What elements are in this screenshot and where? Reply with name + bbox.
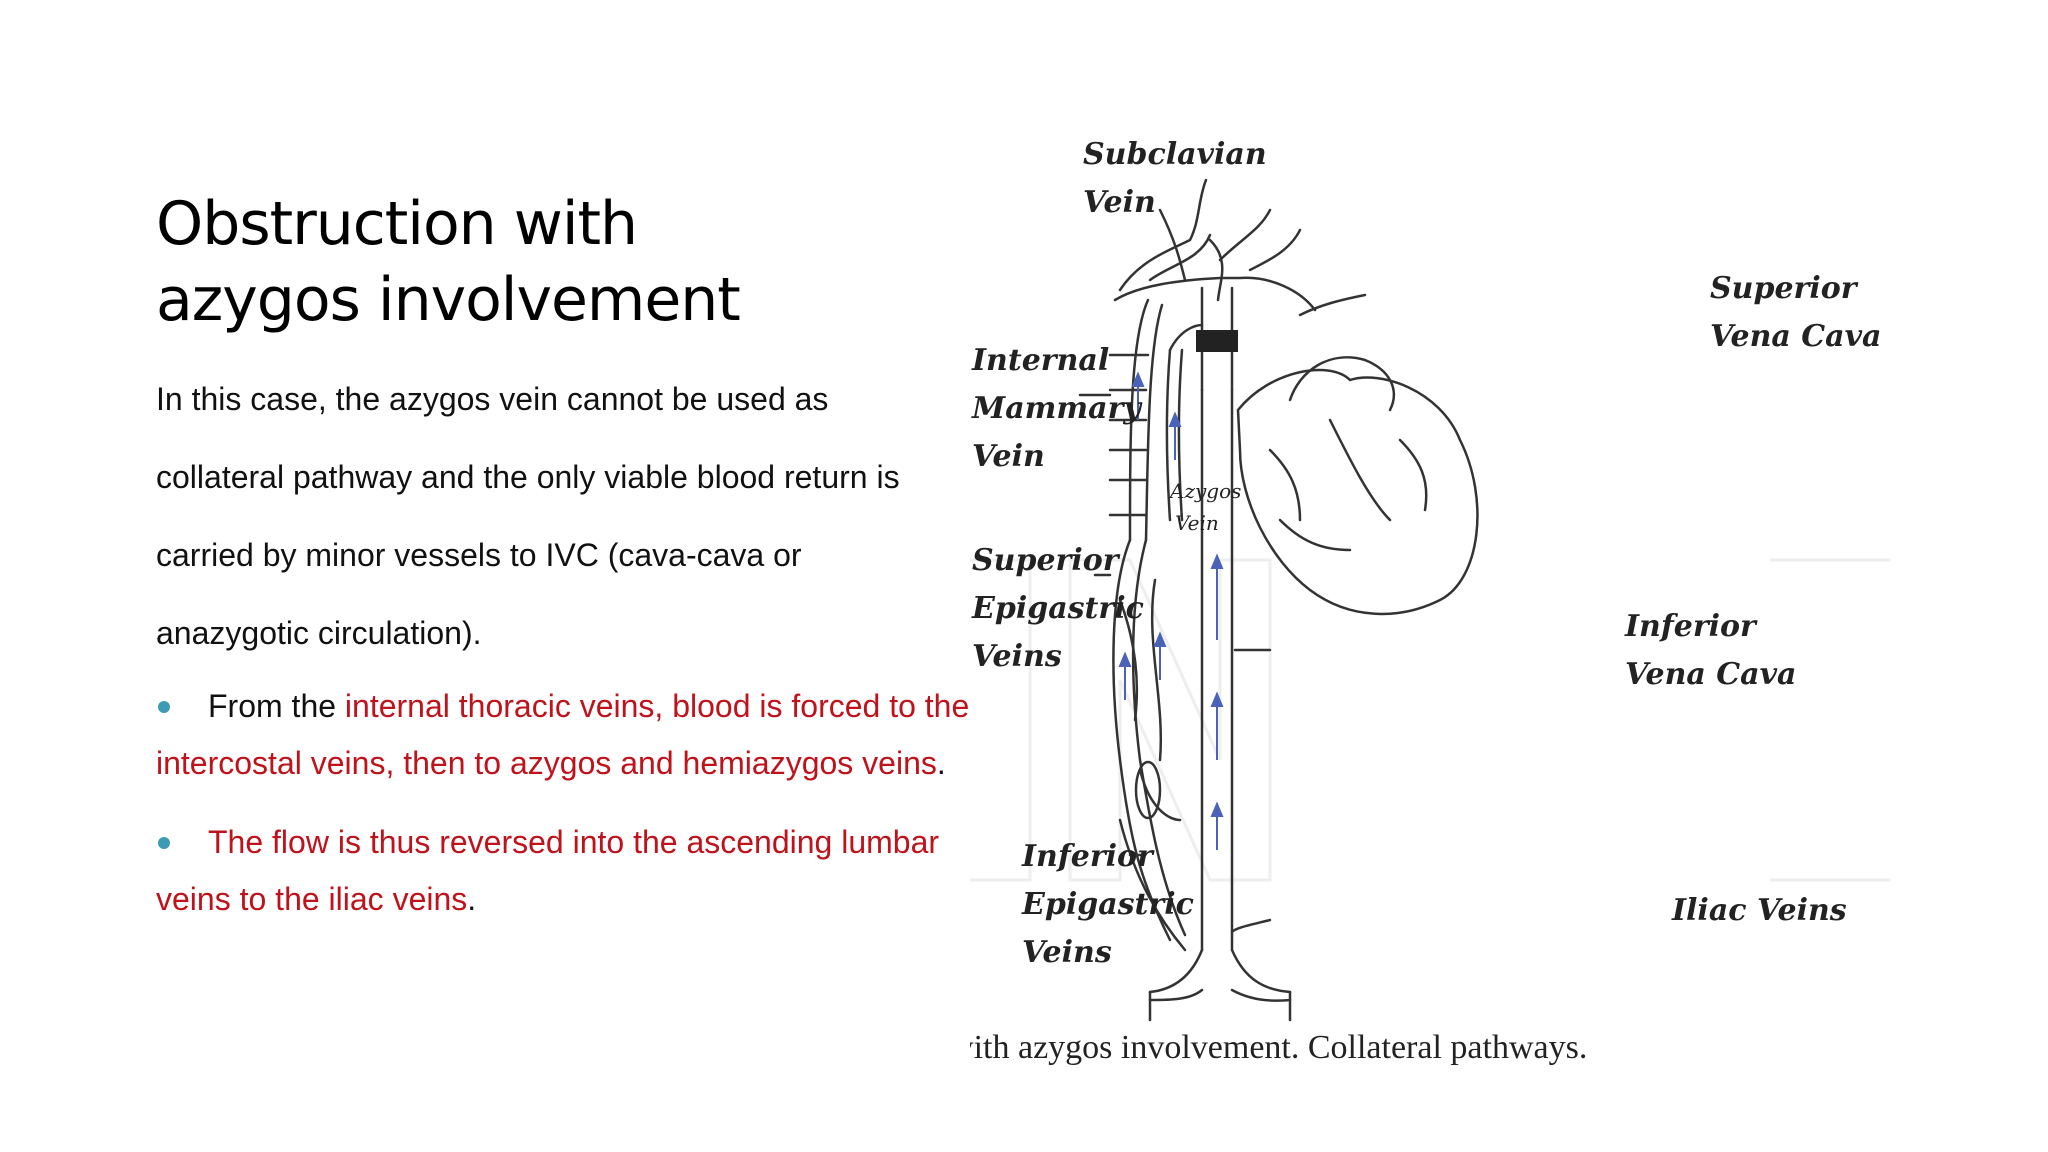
bullet-highlight: internal thoracic veins, blood is forced…: [156, 688, 970, 781]
bullet-prefix: From the: [208, 688, 345, 724]
label-imv-line-3: Vein: [972, 439, 1045, 474]
label-svc-line-1: Superior: [1710, 271, 1859, 306]
label-iliac-veins: Iliac Veins: [1671, 893, 1847, 928]
vein-drawing: [1078, 178, 1479, 1022]
bullet-text: From the internal thoracic veins, blood …: [156, 678, 996, 792]
label-svc-line-2: Vena Cava: [1710, 319, 1882, 354]
label-azygos-vein: Azygos Vein: [1168, 479, 1248, 535]
flow-arrows: [1118, 371, 1224, 850]
obstruction-block: [1196, 330, 1238, 352]
paragraph-line-1: In this case, the azygos vein cannot be …: [156, 381, 829, 417]
vein-diagram: Subclavian Vein Superior Vena Cava Inter…: [970, 137, 1890, 1066]
label-sev-line-3: Veins: [972, 639, 1062, 674]
label-imv-line-2: Mammary: [971, 391, 1143, 426]
label-superior-epigastric-veins: Superior Epigastric Veins: [971, 543, 1154, 674]
label-subclavian-line-1: Subclavian: [1083, 137, 1267, 172]
label-superior-vena-cava: Superior Vena Cava: [1710, 271, 1882, 354]
label-azygos-line-1: Azygos: [1168, 479, 1241, 503]
label-iev-line-3: Veins: [1022, 935, 1112, 970]
bullet-text: The flow is thus reversed into the ascen…: [156, 814, 996, 928]
figure-caption: Obstruction with azygos involvement. Col…: [970, 1029, 1587, 1066]
bullet-dot-icon: [158, 701, 170, 713]
label-subclavian-line-2: Vein: [1083, 185, 1156, 220]
label-iev-line-1: Inferior: [1021, 839, 1155, 874]
label-iev-line-2: Epigastric: [1021, 887, 1194, 922]
label-inferior-vena-cava: Inferior Vena Cava: [1624, 609, 1797, 692]
slide-title: Obstruction with azygos involvement: [156, 186, 916, 338]
watermark-logo: [970, 558, 1890, 882]
title-line-1: Obstruction with: [156, 189, 638, 259]
label-ivc-line-1: Inferior: [1624, 609, 1758, 644]
paragraph-line-2: collateral pathway and the only viable b…: [156, 459, 900, 495]
diagram-labels: Subclavian Vein Superior Vena Cava Inter…: [970, 137, 1882, 1066]
bullet-suffix: .: [936, 745, 946, 781]
intro-paragraph: In this case, the azygos vein cannot be …: [156, 360, 996, 672]
bullet-dot-icon: [158, 837, 170, 849]
title-line-2: azygos involvement: [156, 265, 741, 335]
paragraph-line-4: anazygotic circulation).: [156, 615, 482, 651]
slide-body: In this case, the azygos vein cannot be …: [156, 360, 996, 928]
label-imv-line-1: Internal: [971, 343, 1109, 378]
label-subclavian-vein: Subclavian Vein: [1083, 137, 1277, 220]
bullet-item-1: From the internal thoracic veins, blood …: [156, 678, 996, 792]
bullet-suffix: .: [467, 881, 477, 917]
bullet-highlight: The flow is thus reversed into the ascen…: [156, 824, 940, 917]
label-ivc-line-2: Vena Cava: [1625, 657, 1797, 692]
bullet-item-2: The flow is thus reversed into the ascen…: [156, 814, 996, 928]
paragraph-line-3: carried by minor vessels to IVC (cava-ca…: [156, 537, 802, 573]
collateral-pathways-figure: Subclavian Vein Superior Vena Cava Inter…: [970, 120, 1890, 1080]
label-inferior-epigastric-veins: Inferior Epigastric Veins: [1021, 839, 1204, 970]
label-sev-line-2: Epigastric: [971, 591, 1144, 626]
label-azygos-line-2: Vein: [1175, 511, 1219, 535]
label-sev-line-1: Superior: [972, 543, 1121, 578]
label-internal-mammary-vein: Internal Mammary Vein: [971, 343, 1151, 474]
